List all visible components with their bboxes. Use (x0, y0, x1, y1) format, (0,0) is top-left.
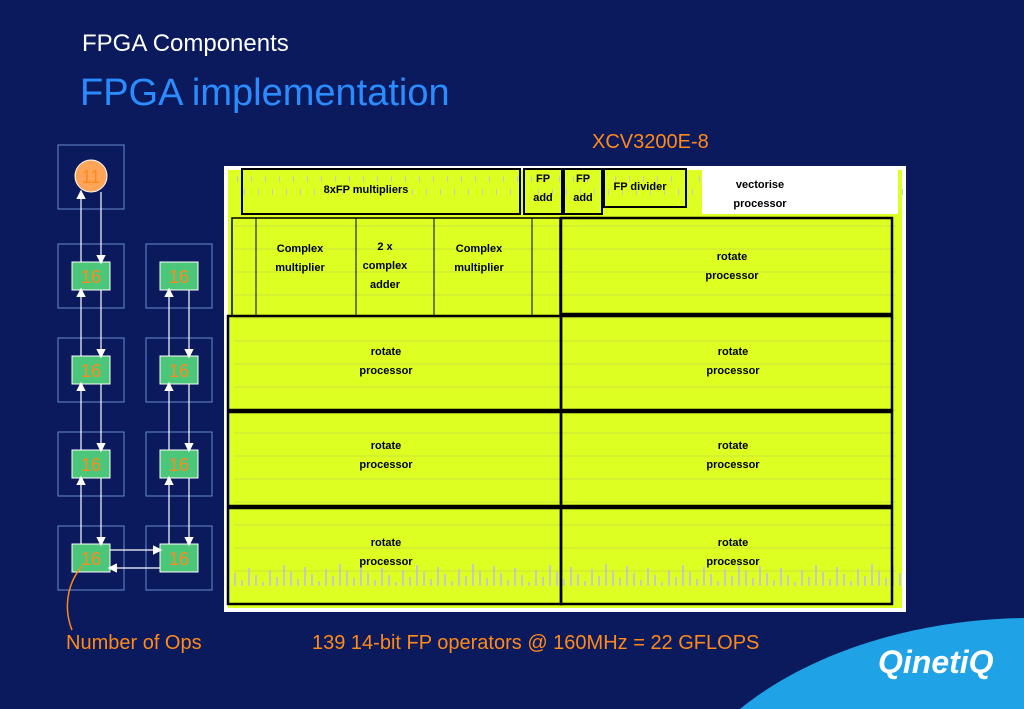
top-node-circle (74, 159, 108, 193)
fp-div-label: FP divider (614, 181, 668, 193)
top-node-count: 11 (82, 167, 101, 187)
caption-pointer-line (66, 565, 83, 631)
column-b-count-4: 16 (169, 549, 189, 569)
column-a-count-4: 16 (81, 549, 101, 569)
fpga-die (228, 170, 902, 608)
chip-part-number: XCV3200E-8 (592, 131, 709, 153)
column-b-count-1: 16 (169, 267, 189, 287)
vectorise-processor-block (702, 169, 898, 214)
rotate-processor-block-7 (559, 506, 894, 606)
column-a-cell-4 (57, 525, 125, 591)
performance-summary: 139 14-bit FP operators @ 160MHz = 22 GF… (312, 632, 760, 654)
column-b-count-2: 16 (169, 361, 189, 381)
column-a-node-4 (71, 543, 111, 573)
column-b-cell-2 (145, 337, 213, 403)
column-a-count-2: 16 (81, 361, 101, 381)
rotate-processor-block-1 (559, 216, 894, 316)
column-b-cell-4 (145, 525, 213, 591)
qinetiq-logo: QinetiQ (878, 644, 994, 680)
fp-multipliers-block (241, 168, 521, 215)
column-b-cell-3 (145, 431, 213, 497)
fp-add-block-2 (563, 168, 603, 215)
column-b-node-4 (159, 543, 199, 573)
rotate-processor-block-5 (559, 410, 894, 508)
number-of-ops-caption: Number of Ops (66, 632, 202, 654)
fp-add-block-1 (523, 168, 563, 215)
column-b-count-3: 16 (169, 455, 189, 475)
slide-subtitle: FPGA Components (82, 30, 289, 57)
column-b-cell-1 (145, 243, 213, 309)
column-a-cell-2 (57, 337, 125, 403)
fp-divider-block (603, 168, 687, 208)
fp-mult-label: 8xFP multipliers (324, 184, 409, 196)
rotate-processor-block-3 (559, 314, 894, 412)
column-a-node-2 (71, 355, 111, 385)
column-b-node-1 (159, 261, 199, 291)
column-b-node-3 (159, 449, 199, 479)
slide-title: FPGA implementation (80, 72, 450, 114)
column-a-count-3: 16 (81, 455, 101, 475)
column-a-cell-1 (57, 243, 125, 309)
column-a-node-1 (71, 261, 111, 291)
column-a-node-3 (71, 449, 111, 479)
column-a-count-1: 16 (81, 267, 101, 287)
column-b-node-2 (159, 355, 199, 385)
column-a-cell-3 (57, 431, 125, 497)
ops-node-diagram: 11 16 16 16 16 16 16 16 16 (57, 144, 213, 631)
